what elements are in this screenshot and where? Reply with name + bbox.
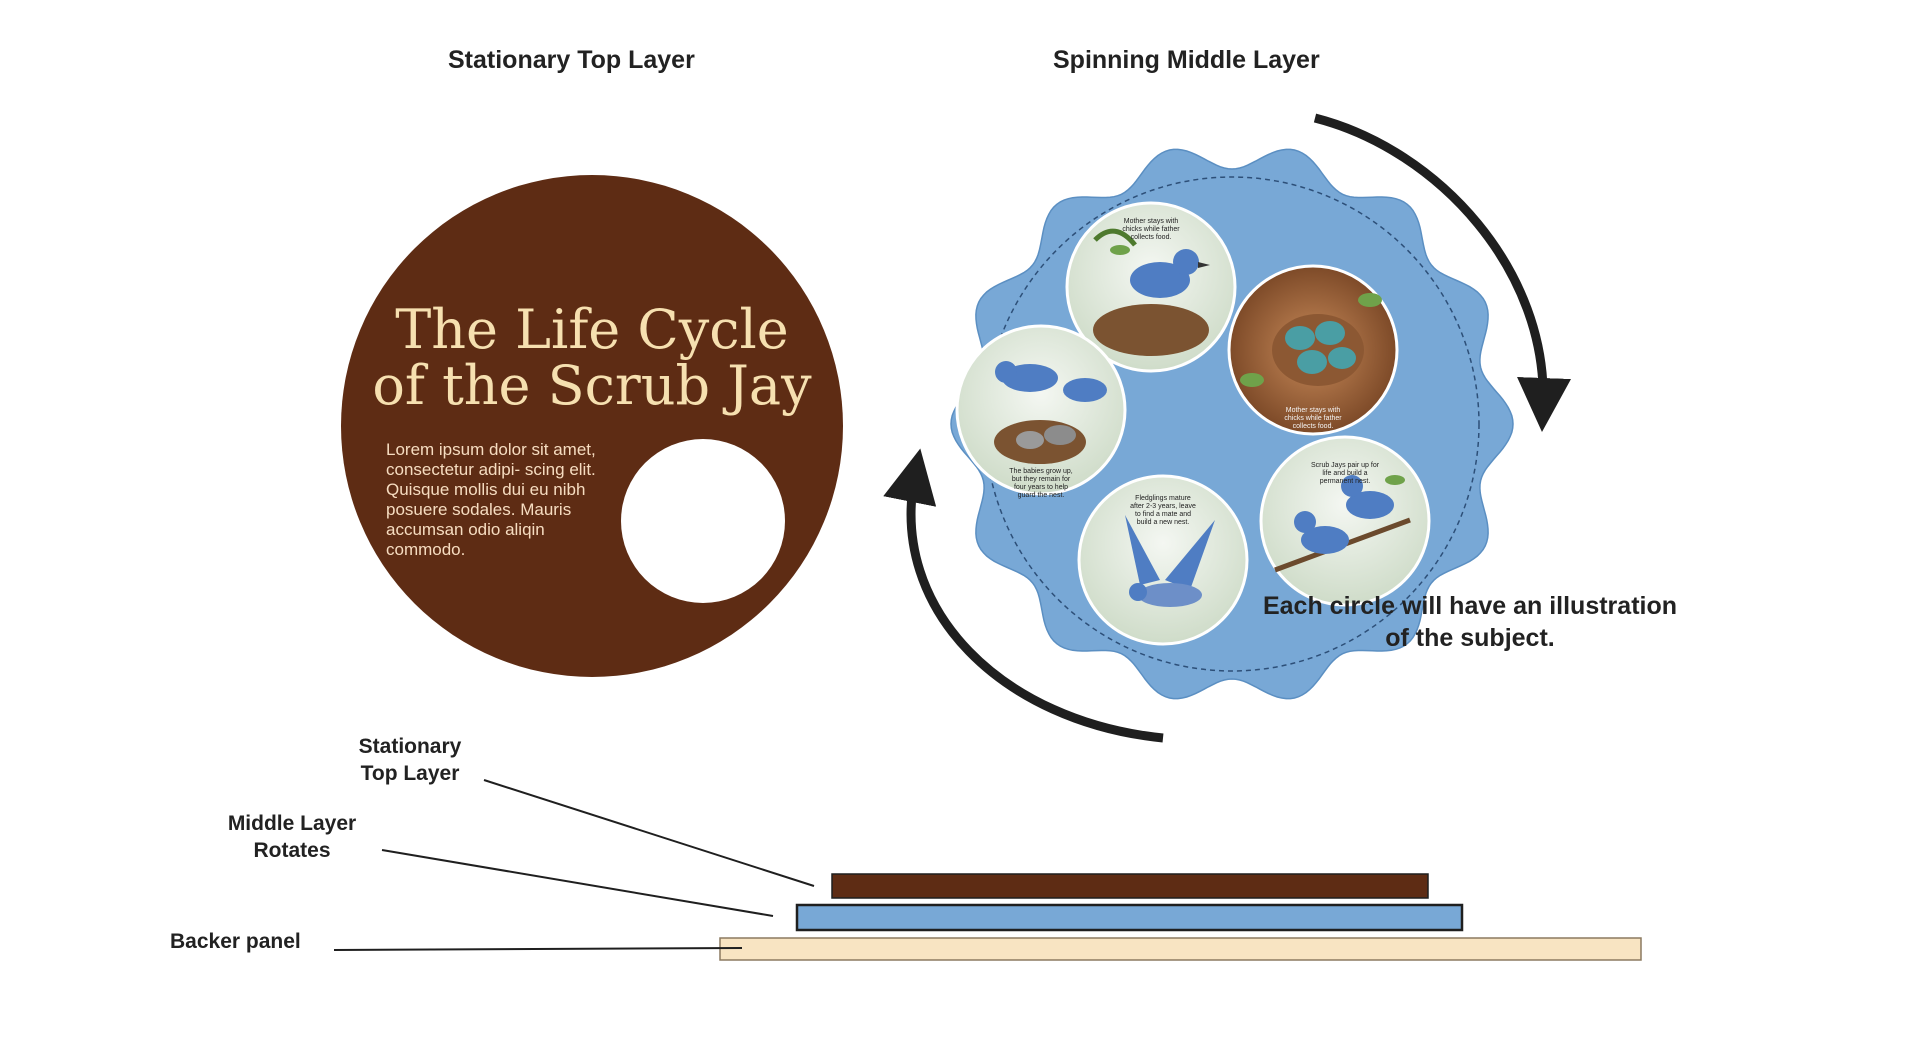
middle-layer-heading: Spinning Middle Layer bbox=[1053, 46, 1320, 74]
leader-backer bbox=[333, 947, 743, 951]
rotation-arrow-clockwise bbox=[1313, 113, 1571, 432]
leader-top bbox=[483, 779, 815, 887]
disc-title-line-1: The Life Cycle bbox=[395, 298, 788, 361]
middle-layer-bar bbox=[795, 903, 1464, 932]
illustration-note: Each circle will have an illustration of… bbox=[1262, 592, 1678, 652]
label-middle-layer-text: Middle Layer Rotates bbox=[227, 812, 357, 862]
label-middle-layer: Middle Layer Rotates bbox=[222, 810, 362, 864]
label-stationary-top-layer-text: Stationary Top Layer bbox=[358, 735, 462, 785]
top-layer-disc: The Life Cycle of the Scrub Jay bbox=[341, 175, 843, 677]
leader-middle bbox=[381, 849, 774, 917]
layer-cross-section bbox=[333, 779, 1642, 961]
disc-description: Lorem ipsum dolor sit amet, consectetur … bbox=[386, 440, 596, 559]
label-backer-panel: Backer panel bbox=[170, 930, 301, 953]
viewing-window-hole bbox=[621, 439, 785, 603]
backer-panel-bar bbox=[719, 937, 1642, 961]
top-layer-bar bbox=[831, 873, 1429, 899]
top-layer-heading: Stationary Top Layer bbox=[448, 46, 695, 74]
disc-title-line-2: of the Scrub Jay bbox=[372, 354, 812, 417]
rotation-arrow-counter bbox=[883, 448, 1164, 743]
label-stationary-top-layer: Stationary Top Layer bbox=[345, 733, 475, 787]
